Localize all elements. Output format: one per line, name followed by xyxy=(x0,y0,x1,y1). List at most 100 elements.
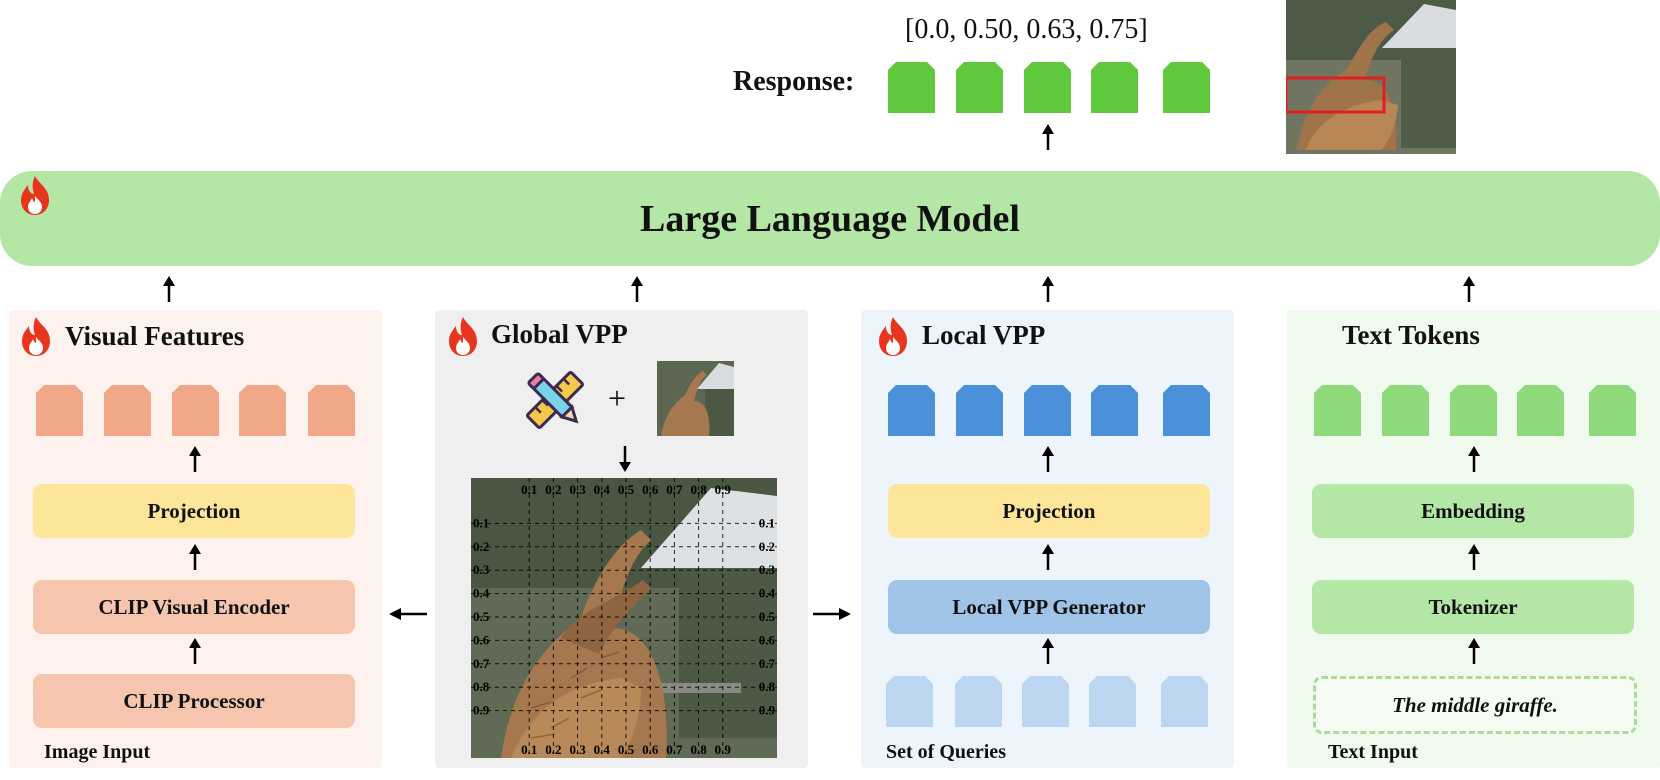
text-token xyxy=(1314,385,1361,436)
image-input-caption: Image Input xyxy=(44,741,151,763)
arrow-up-icon xyxy=(1463,276,1475,302)
visual-token xyxy=(172,385,219,436)
arrow-right-icon xyxy=(813,608,851,620)
embedding-box: Embedding xyxy=(1312,484,1634,538)
arrow-up-icon xyxy=(1042,638,1054,664)
grid-tick-label: 0.9 xyxy=(473,703,490,718)
grid-tick-label: 0.5 xyxy=(618,482,635,497)
fire-icon xyxy=(879,317,907,356)
fire-icon xyxy=(22,317,50,356)
local-vpp-token xyxy=(1091,385,1138,436)
llm-title: Large Language Model xyxy=(640,198,1020,240)
grid-tick-label: 0.8 xyxy=(690,482,707,497)
arrow-left-icon xyxy=(389,608,427,620)
grid-tick-label: 0.9 xyxy=(715,482,732,497)
ruler-pencil-icon xyxy=(526,371,584,429)
local-vpp-token xyxy=(956,385,1003,436)
response-values: [0.0, 0.50, 0.63, 0.75] xyxy=(905,14,1148,45)
grid-tick-label: 0.4 xyxy=(473,586,490,601)
query-token xyxy=(1089,676,1136,727)
grid-tick-label: 0.3 xyxy=(569,482,586,497)
grid-tick-label: 0.2 xyxy=(759,539,775,554)
query-token xyxy=(1022,676,1069,727)
text-token xyxy=(1589,385,1636,436)
grid-tick-label: 0.6 xyxy=(759,632,776,647)
arrow-up-icon xyxy=(163,276,175,302)
clip-processor-box: CLIP Processor xyxy=(33,674,355,728)
grid-tick-label: 0.8 xyxy=(473,679,490,694)
visual-token xyxy=(104,385,151,436)
plus-sign: + xyxy=(608,380,627,416)
clip-visual-encoder-box: CLIP Visual Encoder xyxy=(33,580,355,634)
grid-tick-label: 0.3 xyxy=(473,562,490,577)
text-input-box: The middle giraffe. xyxy=(1313,676,1637,734)
text-token xyxy=(1382,385,1429,436)
grid-tick-label: 0.1 xyxy=(759,515,775,530)
set-of-queries-caption: Set of Queries xyxy=(886,741,1006,763)
arrow-up-icon xyxy=(1042,446,1054,472)
arrow-down-icon xyxy=(619,446,631,472)
grid-tick-label: 0.3 xyxy=(759,562,776,577)
grid-tick-label: 0.3 xyxy=(569,742,586,757)
arrow-up-icon xyxy=(1042,124,1054,150)
grid-tick-label: 0.4 xyxy=(759,586,776,601)
grid-tick-label: 0.6 xyxy=(642,482,659,497)
grid-tick-label: 0.9 xyxy=(715,742,732,757)
arrow-up-icon xyxy=(1468,446,1480,472)
fire-icon xyxy=(21,176,49,215)
visual-features-title: Visual Features xyxy=(65,321,245,351)
response-label: Response: xyxy=(733,66,855,97)
text-tokens-title: Text Tokens xyxy=(1342,320,1480,350)
query-token xyxy=(1161,676,1208,727)
grid-tick-label: 0.9 xyxy=(759,703,776,718)
local-vpp-token xyxy=(1163,385,1210,436)
grid-tick-label: 0.7 xyxy=(666,482,683,497)
grid-tick-label: 0.2 xyxy=(473,539,489,554)
visual-token xyxy=(239,385,286,436)
arrow-up-icon xyxy=(631,276,643,302)
arrow-up-icon xyxy=(189,638,201,664)
global-vpp-title: Global VPP xyxy=(491,319,628,349)
grid-tick-label: 0.6 xyxy=(642,742,659,757)
response-token xyxy=(1091,62,1138,113)
grid-tick-label: 0.7 xyxy=(473,656,490,671)
grid-tick-label: 0.8 xyxy=(759,679,776,694)
output-image-thumbnail xyxy=(1286,0,1456,154)
grid-tick-label: 0.5 xyxy=(618,742,635,757)
fire-icon xyxy=(449,317,477,356)
response-token xyxy=(1163,62,1210,113)
input-image-thumbnail xyxy=(657,361,734,436)
projection-box: Projection xyxy=(33,484,355,538)
response-token xyxy=(956,62,1003,113)
arrow-up-icon xyxy=(189,544,201,570)
visual-token xyxy=(308,385,355,436)
text-token xyxy=(1517,385,1564,436)
local-vpp-token xyxy=(888,385,935,436)
arrow-up-icon xyxy=(1042,276,1054,302)
grid-tick-label: 0.4 xyxy=(594,742,611,757)
arrow-up-icon xyxy=(1468,638,1480,664)
grid-tick-label: 0.6 xyxy=(473,632,490,647)
projection-box: Projection xyxy=(888,484,1210,538)
query-token xyxy=(886,676,933,727)
arrow-up-icon xyxy=(1468,544,1480,570)
local-vpp-generator-box: Local VPP Generator xyxy=(888,580,1210,634)
llm-bar xyxy=(0,171,1660,266)
grid-tick-label: 0.2 xyxy=(545,482,561,497)
text-token xyxy=(1450,385,1497,436)
arrow-up-icon xyxy=(189,446,201,472)
grid-tick-label: 0.8 xyxy=(690,742,707,757)
grid-tick-label: 0.7 xyxy=(666,742,683,757)
response-token xyxy=(888,62,935,113)
grid-tick-label: 0.1 xyxy=(521,482,537,497)
local-vpp-token xyxy=(1024,385,1071,436)
query-token xyxy=(955,676,1002,727)
text-input-caption: Text Input xyxy=(1328,741,1418,763)
visual-token xyxy=(36,385,83,436)
grid-tick-label: 0.1 xyxy=(473,515,489,530)
grid-tick-label: 0.4 xyxy=(594,482,611,497)
response-token xyxy=(1024,62,1071,113)
arrow-up-icon xyxy=(1042,544,1054,570)
tokenizer-box: Tokenizer xyxy=(1312,580,1634,634)
